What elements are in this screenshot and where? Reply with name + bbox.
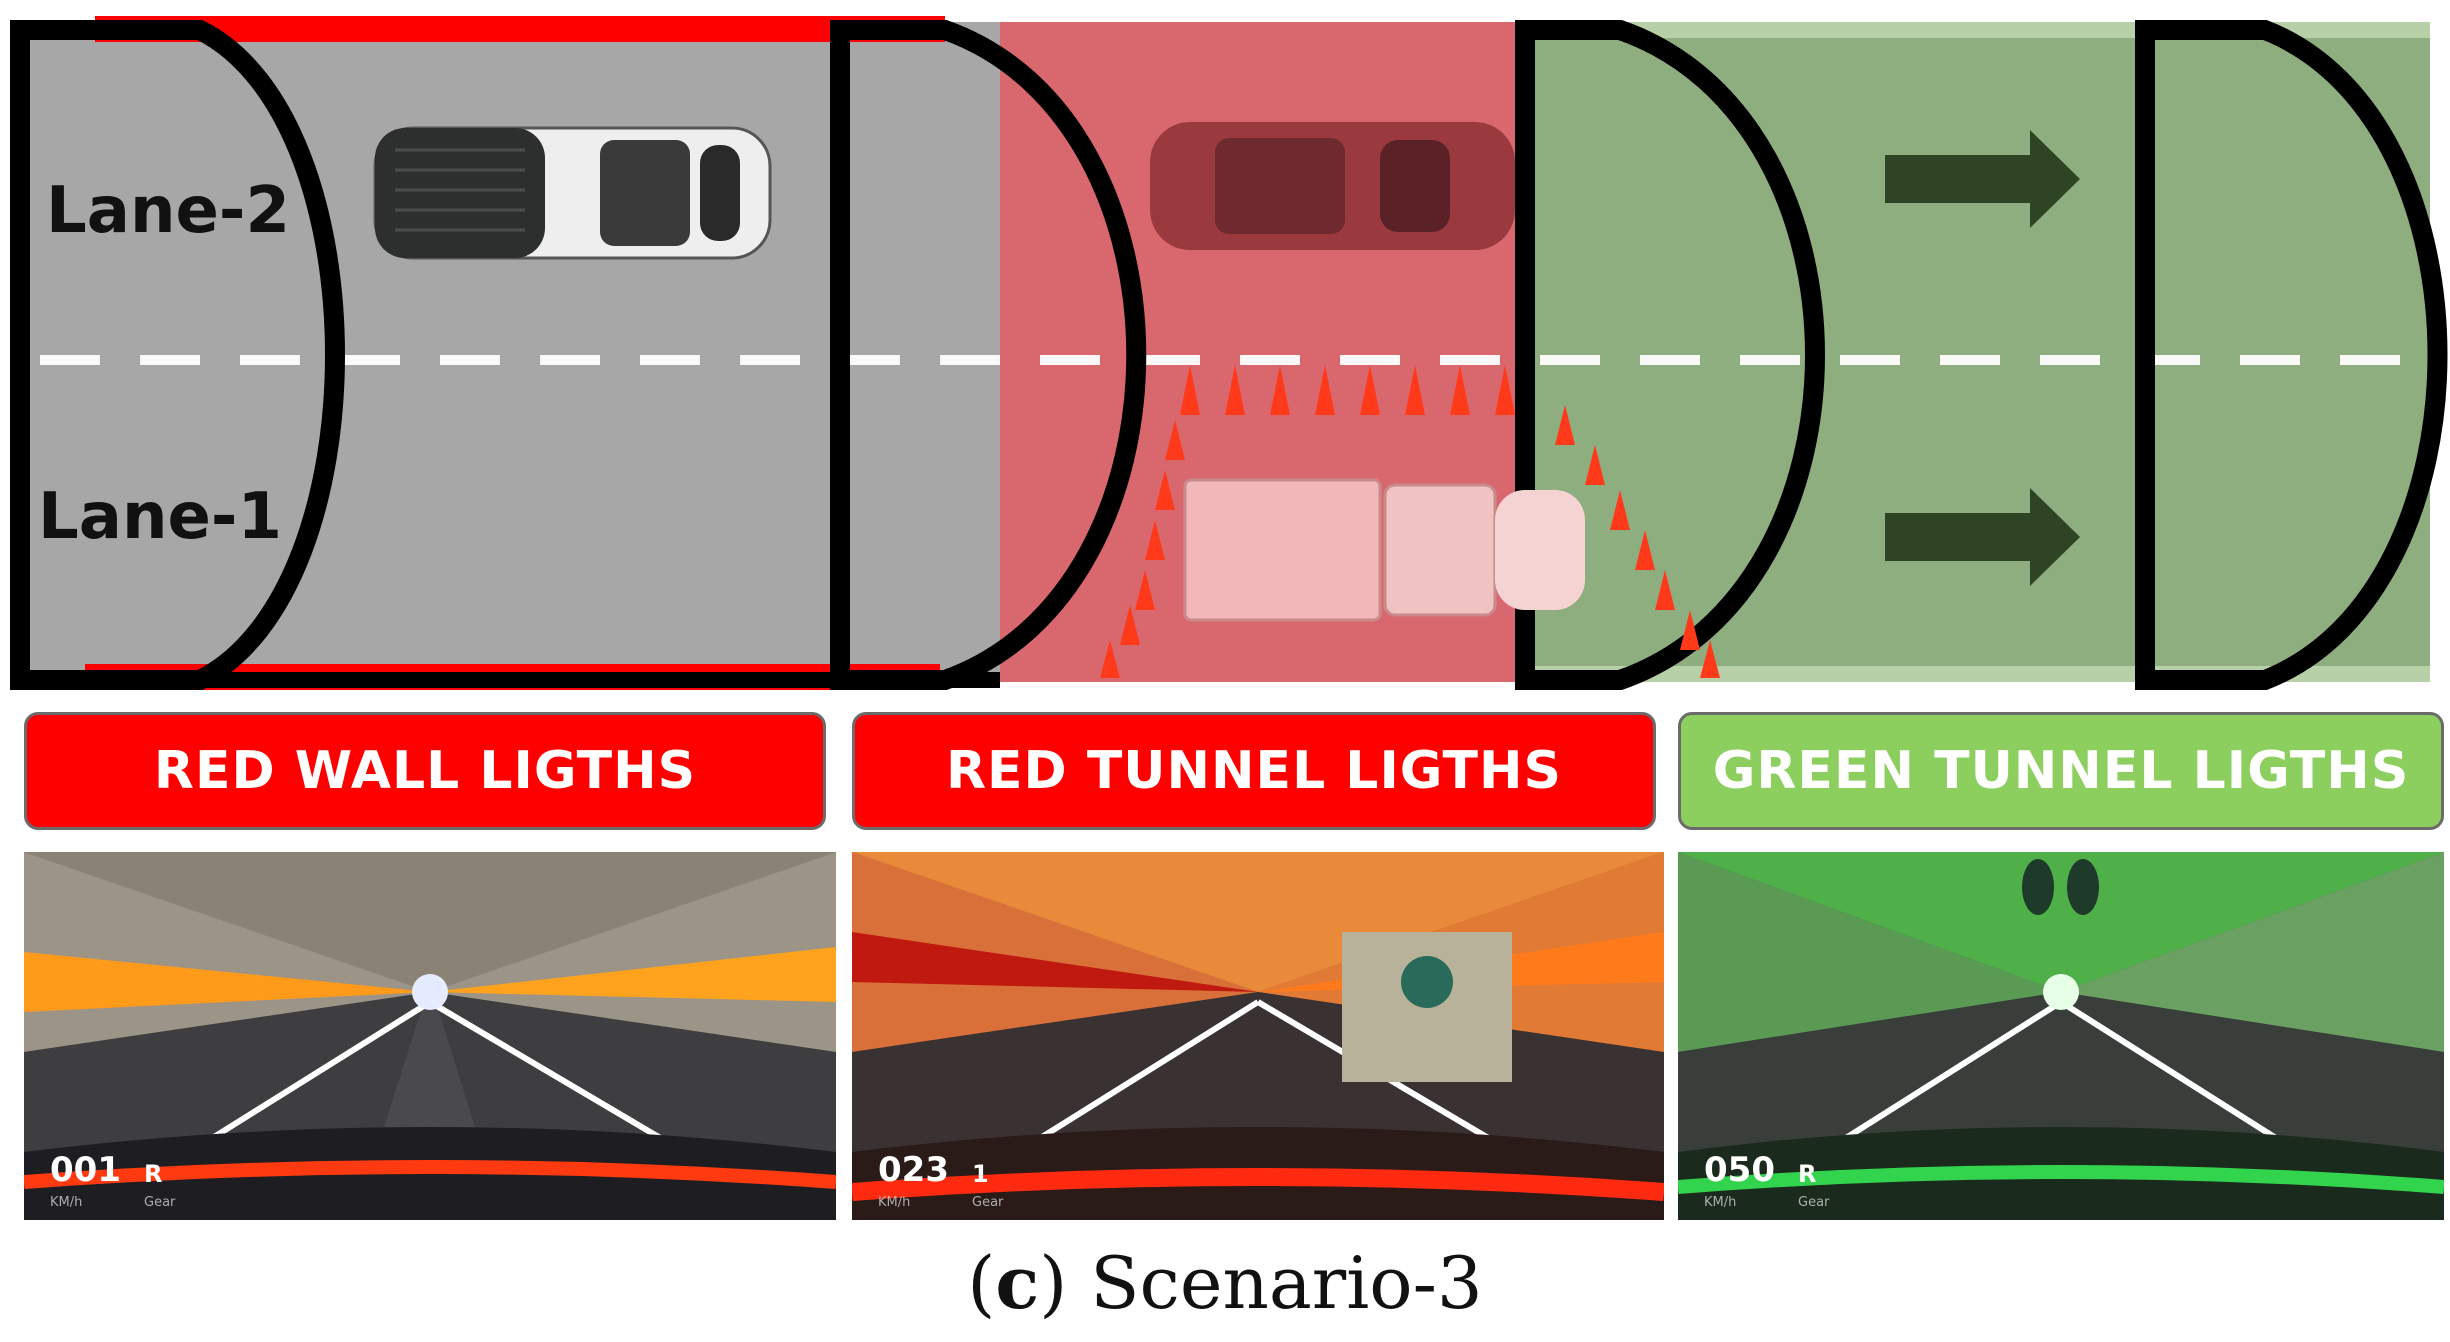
caption-text: Scenario-3 xyxy=(1067,1241,1483,1325)
caption-open-paren: ( xyxy=(967,1241,996,1325)
driver-view-red-tunnel: 023 1 KM/h Gear xyxy=(852,852,1664,1220)
caption-letter: c xyxy=(995,1240,1040,1325)
driver-view-red-wall: 001 R KM/h Gear xyxy=(24,852,836,1220)
gear-label: Gear xyxy=(144,1195,176,1210)
work-truck xyxy=(1183,478,1585,622)
gear-readout: 1 xyxy=(972,1160,989,1188)
gear-label: Gear xyxy=(972,1195,1004,1210)
zone-label-text: RED WALL LIGTHS xyxy=(153,741,697,801)
tunnel-diagram: Lane-2 Lane-1 xyxy=(10,16,2448,690)
arrow-right-icon-lane1 xyxy=(1885,488,2080,586)
speed-unit: KM/h xyxy=(50,1195,83,1210)
lane-1-label: Lane-1 xyxy=(38,480,282,554)
tunnel-portal-4 xyxy=(2135,20,2448,690)
tunnel-portal-1 xyxy=(10,20,345,690)
figure-caption: (c) Scenario-3 xyxy=(0,1240,2450,1325)
caption-close-paren: ) xyxy=(1039,1241,1068,1325)
pickup-truck xyxy=(373,126,772,260)
speed-unit: KM/h xyxy=(1704,1195,1737,1210)
traffic-cones xyxy=(1100,365,1720,678)
gear-readout: R xyxy=(1798,1160,1817,1188)
zone-label-red-wall: RED WALL LIGTHS xyxy=(24,712,826,830)
lane-2-label: Lane-2 xyxy=(46,174,290,248)
green-zone xyxy=(1530,22,2430,682)
zone-label-red-tunnel: RED TUNNEL LIGTHS xyxy=(852,712,1656,830)
speed-readout: 023 xyxy=(878,1150,949,1190)
speed-readout: 050 xyxy=(1704,1150,1775,1190)
speed-unit: KM/h xyxy=(878,1195,911,1210)
speed-readout: 001 xyxy=(50,1150,121,1190)
zone-label-text: GREEN TUNNEL LIGTHS xyxy=(1712,741,2410,801)
driver-view-green-tunnel: 050 R KM/h Gear xyxy=(1678,852,2444,1220)
arrow-right-icon-lane2 xyxy=(1885,130,2080,228)
red-car xyxy=(1150,122,1515,250)
red-wall-light-top xyxy=(95,16,945,42)
zone-label-green-tunnel: GREEN TUNNEL LIGTHS xyxy=(1678,712,2444,830)
zone-label-text: RED TUNNEL LIGTHS xyxy=(945,741,1562,801)
tunnel-portal-2 xyxy=(830,20,1147,690)
gray-road-zone xyxy=(20,22,1100,682)
gear-label: Gear xyxy=(1798,1195,1830,1210)
gear-readout: R xyxy=(144,1160,163,1188)
